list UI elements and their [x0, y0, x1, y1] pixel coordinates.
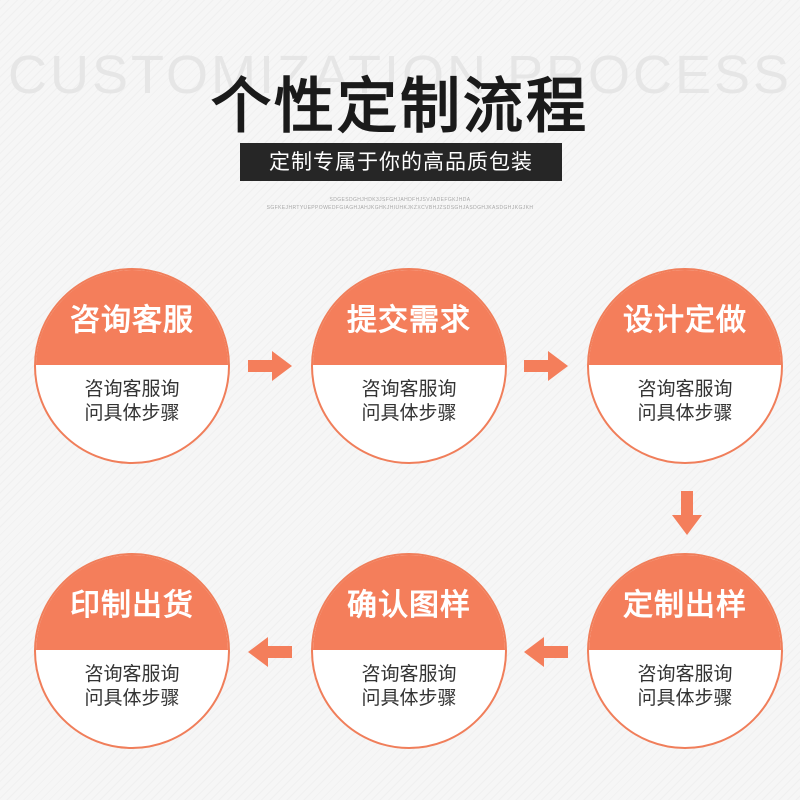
step-description-line: 咨询客服询	[361, 663, 457, 685]
step-description: 咨询客服询 问具体步骤	[313, 377, 505, 425]
arrow-right-icon	[524, 351, 568, 381]
step-title: 设计定做	[589, 270, 781, 365]
step-description: 咨询客服询 问具体步骤	[313, 662, 505, 710]
decorative-text-line-1: SDGESDGHJHDK3JSFGHJAHDFHJSVJADEFGKJHDA	[329, 197, 471, 203]
step-title: 确认图样	[313, 555, 505, 650]
arrow-right-icon	[248, 351, 292, 381]
page-title: 个性定制流程	[211, 72, 589, 142]
step-consult-service: 咨询客服 咨询客服询 问具体步骤	[34, 268, 230, 464]
step-custom-sample: 定制出样 咨询客服询 问具体步骤	[587, 553, 783, 749]
step-description-line: 咨询客服询	[361, 378, 457, 400]
step-description-line: 问具体步骤	[361, 402, 457, 424]
arrow-left-icon	[248, 637, 292, 667]
step-description-line: 咨询客服询	[637, 663, 733, 685]
decorative-text-line-2: SGFKEJHRTYUEPPOWEDFGIAGHJAHJKGHKJHIUHKJK…	[266, 205, 534, 211]
step-description: 咨询客服询 问具体步骤	[36, 377, 228, 425]
step-title: 咨询客服	[36, 270, 228, 365]
step-description-line: 问具体步骤	[637, 687, 733, 709]
step-submit-requirements: 提交需求 咨询客服询 问具体步骤	[311, 268, 507, 464]
step-design-custom: 设计定做 咨询客服询 问具体步骤	[587, 268, 783, 464]
step-print-ship: 印制出货 咨询客服询 问具体步骤	[34, 553, 230, 749]
arrow-down-icon	[672, 491, 702, 535]
step-description-line: 咨询客服询	[84, 378, 180, 400]
arrow-left-icon	[524, 637, 568, 667]
step-description-line: 问具体步骤	[637, 402, 733, 424]
step-description: 咨询客服询 问具体步骤	[36, 662, 228, 710]
step-title: 提交需求	[313, 270, 505, 365]
step-description-line: 问具体步骤	[84, 687, 180, 709]
step-description-line: 问具体步骤	[361, 687, 457, 709]
step-description: 咨询客服询 问具体步骤	[589, 662, 781, 710]
step-title: 印制出货	[36, 555, 228, 650]
step-confirm-proof: 确认图样 咨询客服询 问具体步骤	[311, 553, 507, 749]
watermark-text: CUSTOMIZATION PROCESS	[7, 45, 793, 105]
step-description: 咨询客服询 问具体步骤	[589, 377, 781, 425]
step-title: 定制出样	[589, 555, 781, 650]
subtitle-banner: 定制专属于你的高品质包装	[240, 143, 562, 181]
step-description-line: 咨询客服询	[84, 663, 180, 685]
step-description-line: 咨询客服询	[637, 378, 733, 400]
step-description-line: 问具体步骤	[84, 402, 180, 424]
